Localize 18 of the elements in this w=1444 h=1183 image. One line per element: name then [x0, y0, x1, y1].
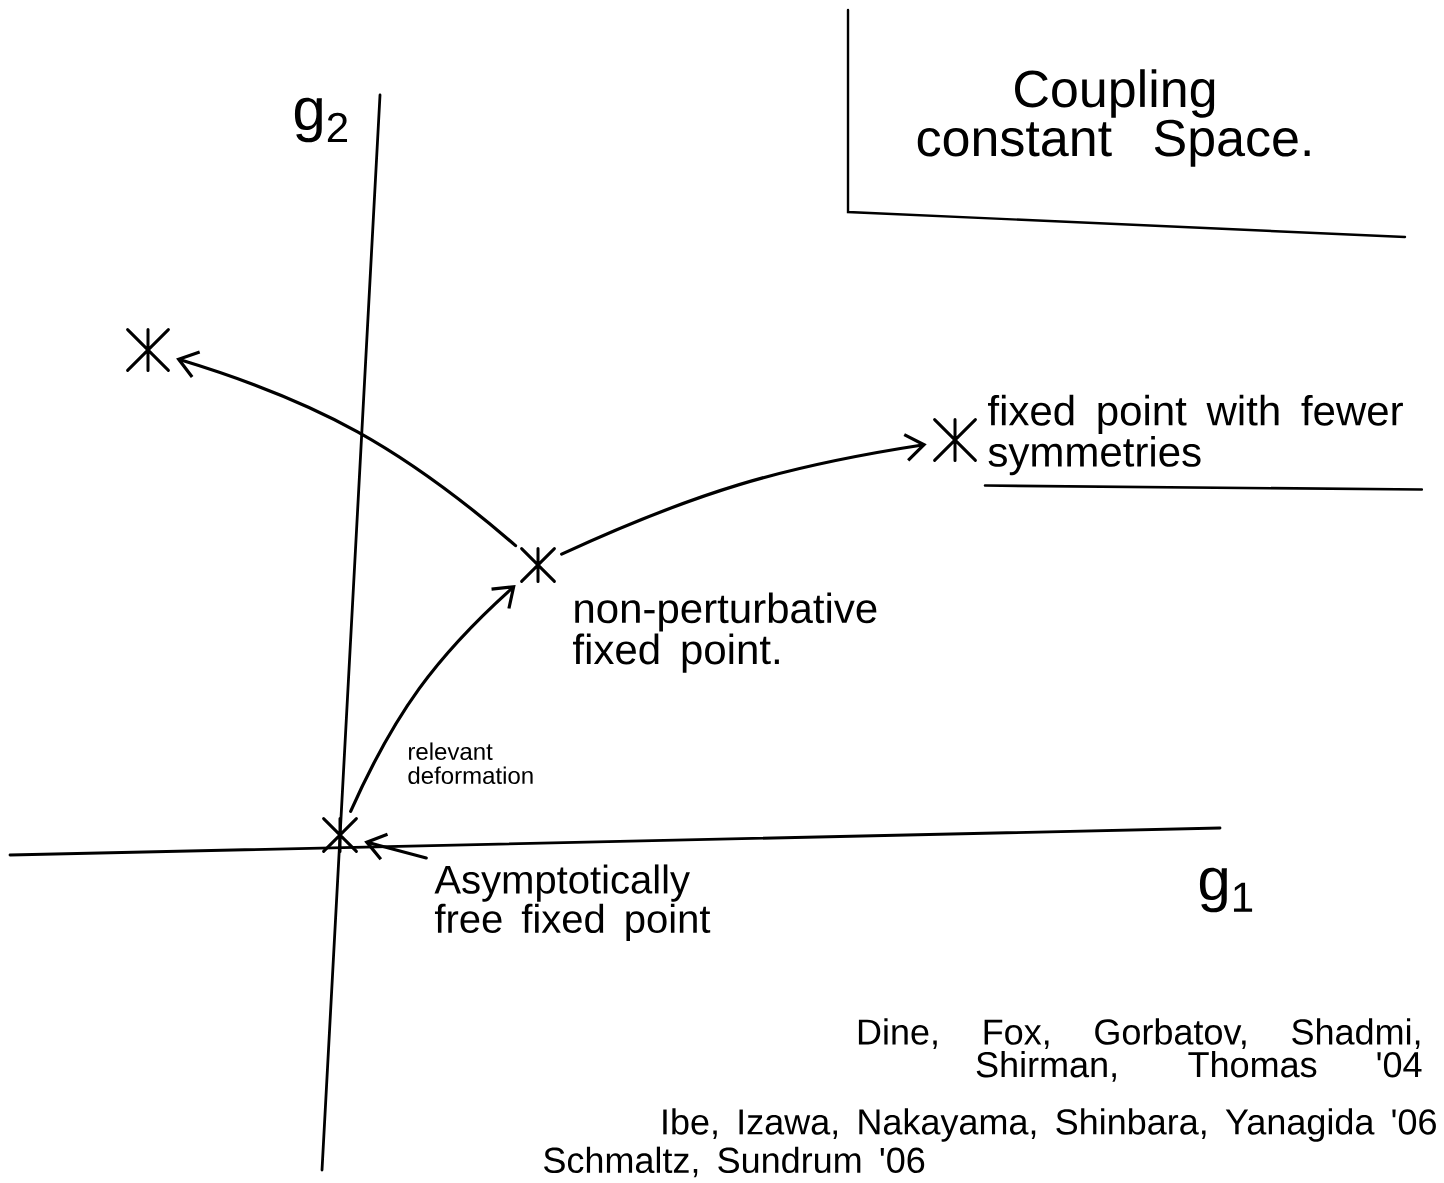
arrow — [349, 584, 516, 813]
reference-text: Schmaltz, Sundrum '06 — [544, 1146, 925, 1178]
edge-label: relevant deformation — [408, 742, 533, 784]
star-mark — [933, 418, 977, 462]
star-mark — [520, 547, 556, 583]
star-mark — [126, 328, 170, 372]
axis-label: g$_{2}$ — [294, 97, 347, 143]
title-box: Coupling constant Space. — [846, 8, 1407, 239]
reference-text: Ibe, Izawa, Nakayama, Shinbara, Yanagida '06 — [663, 1108, 1436, 1142]
arrow — [560, 433, 927, 556]
point-label: non-perturbative fixed point. — [573, 592, 877, 673]
reference-text: Dine, Fox, Gorbatov, Shadmi, Shirman, Thomas '04 — [858, 1018, 1422, 1082]
star-mark — [322, 817, 358, 853]
axis-label: g$_{1}$ — [1199, 867, 1253, 913]
point-label: Asymptotically free fixed point — [434, 864, 711, 941]
arrow — [364, 832, 428, 861]
point-label: fixed point with fewer symmetries — [988, 394, 1403, 476]
arrow — [176, 350, 518, 548]
